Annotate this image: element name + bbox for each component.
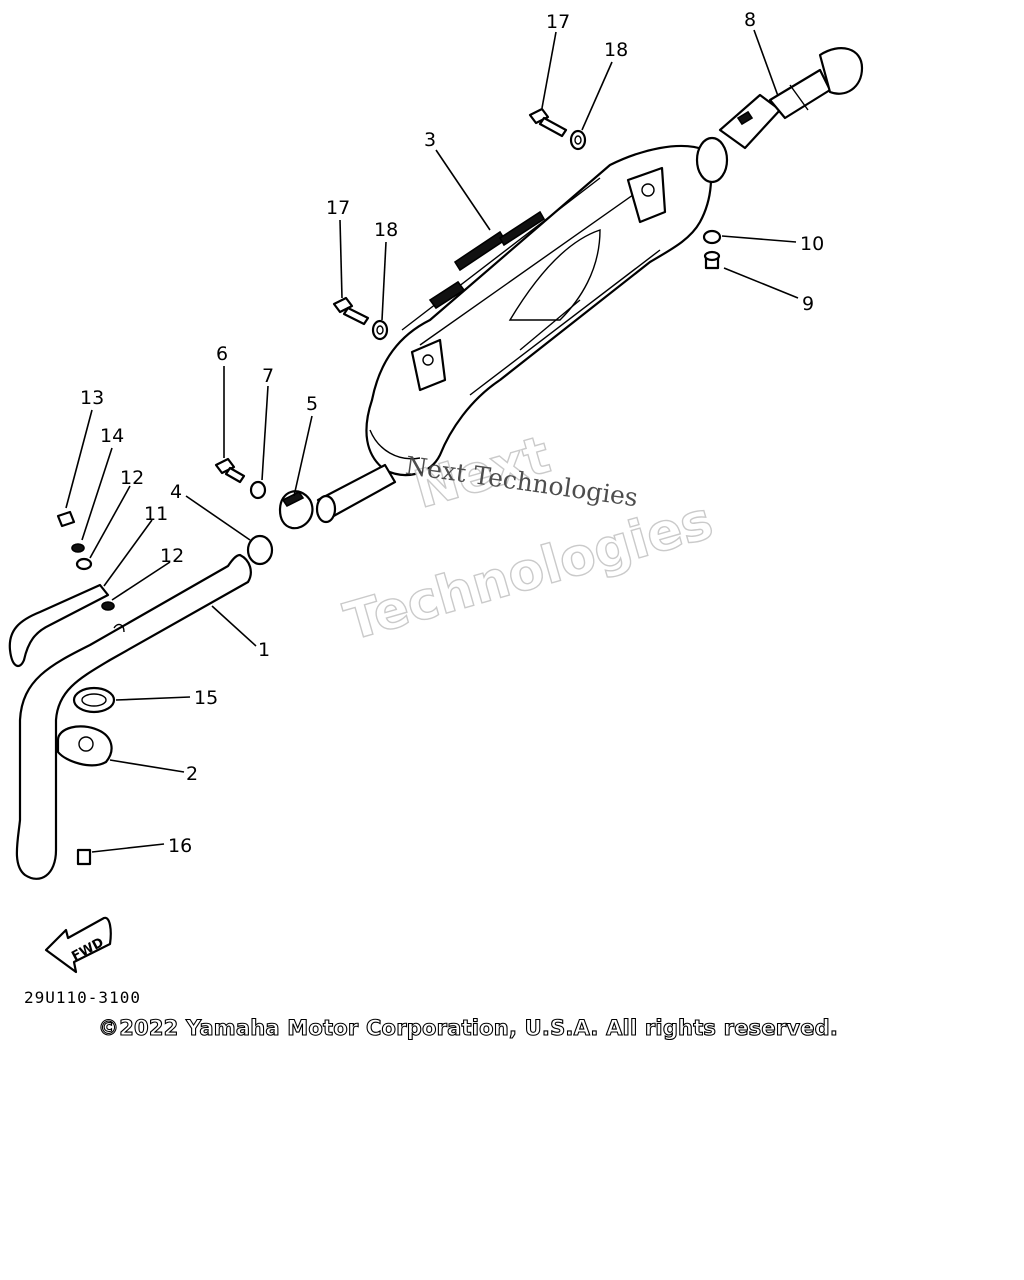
callout-5: 5 [306,393,318,415]
washer-7 [249,480,267,500]
callout-16: 16 [168,835,192,857]
gasket-4 [246,534,274,566]
washer-14 [71,543,85,553]
copyright-notice: ©2022 Yamaha Motor Corporation, U.S.A. A… [97,1015,839,1040]
callout-2: 2 [186,763,198,785]
gasket-15 [72,686,116,714]
callout-18-upper: 18 [604,39,628,61]
callout-labels: 17 18 8 3 17 18 10 9 6 7 5 4 13 14 12 11… [80,9,824,857]
callout-9: 9 [802,293,814,315]
bolt-17-lower [332,296,370,326]
callout-7: 7 [262,365,274,387]
washer-18-lower [371,319,389,341]
callout-1: 1 [258,639,270,661]
nut-10 [702,229,722,245]
callout-8: 8 [744,9,756,31]
watermark-line2: Technologies [338,491,719,653]
bolt-6 [214,457,246,484]
washer-18-upper [569,129,587,151]
clamp-5 [278,490,314,530]
callout-10: 10 [800,233,824,255]
callout-12-lower: 12 [160,545,184,567]
callout-6: 6 [216,343,228,365]
callout-15: 15 [194,687,218,709]
flange-2 [56,725,113,767]
callout-17-lower: 17 [326,197,350,219]
callout-4: 4 [170,481,182,503]
spark-arrester [718,47,864,150]
callout-14: 14 [100,425,124,447]
stud-16 [76,848,92,866]
muffler [315,136,729,524]
bolt-9 [703,250,721,270]
callout-13: 13 [80,387,104,409]
bolt-17-upper [528,107,568,138]
callout-12-upper: 12 [120,467,144,489]
callout-11: 11 [144,503,168,525]
callout-18-lower: 18 [374,219,398,241]
callout-3: 3 [424,129,436,151]
protector-11 [8,583,110,668]
callout-17-upper: 17 [546,11,570,33]
screw-13 [56,510,76,528]
drawing-code: 29U110-3100 [24,988,141,1007]
fwd-arrow: FWD [44,916,112,974]
collar-12-lower [101,601,115,611]
leader-lines [65,29,799,853]
exhaust-pipe [15,553,252,880]
collar-12-upper [75,557,93,571]
